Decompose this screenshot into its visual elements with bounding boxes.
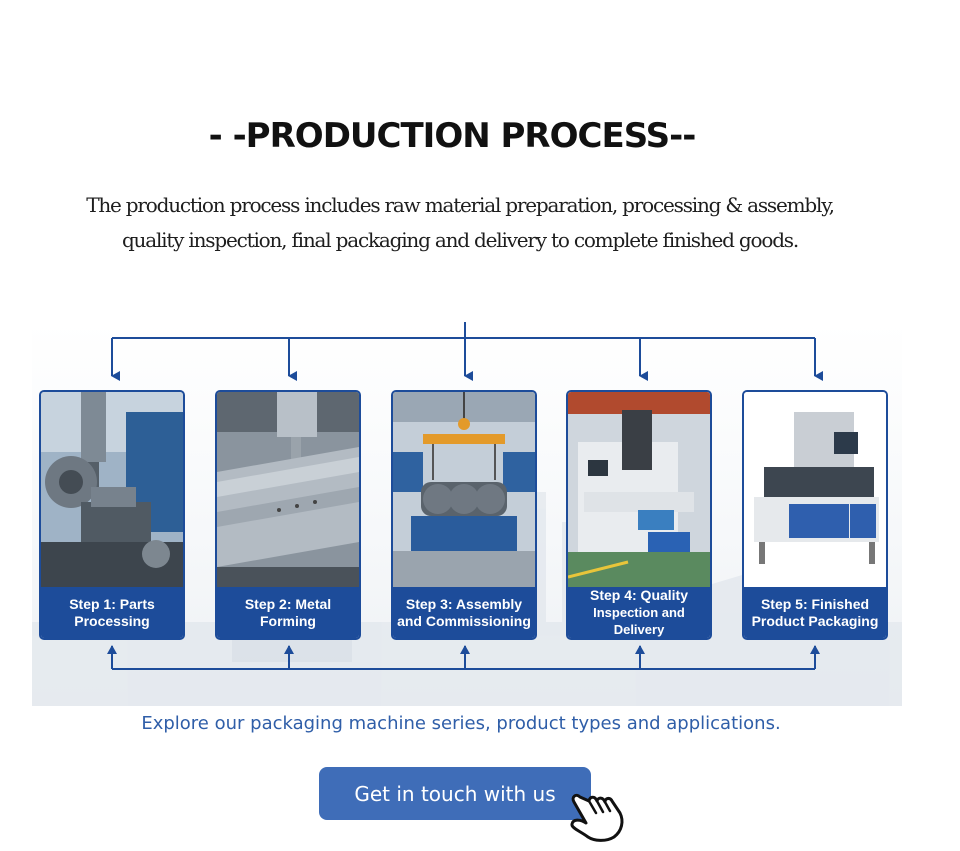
step-label-1: Step 1: Parts Processing: [41, 587, 183, 638]
step-label-5: Step 5: Finished Product Packaging: [744, 587, 886, 638]
step-card-2: Step 2: Metal Forming: [215, 390, 361, 640]
step-card-3: Step 3: Assembly and Commissioning: [391, 390, 537, 640]
step-2-title: Step 2: Metal: [244, 595, 332, 612]
step-1-subtitle: Processing: [74, 612, 150, 629]
step-label-3: Step 3: Assembly and Commissioning: [393, 587, 535, 638]
page-title: - -PRODUCTION PROCESS--: [208, 116, 697, 156]
subtitle-line-2: quality inspection, final packaging and …: [121, 228, 799, 252]
step-3-title: Step 3: Assembly: [405, 595, 523, 612]
pointing-hand-icon: [570, 793, 624, 842]
production-process-diagram: Step 1: Parts Processing Step 2: Metal F…: [32, 322, 902, 706]
assembly-image: [393, 392, 535, 588]
step-4-title: Step 4: Quality: [589, 587, 689, 603]
packaging-machine-image: [744, 392, 886, 588]
quality-inspection-image: [568, 392, 710, 588]
step-4-subtitle: Inspection and Delivery: [593, 605, 685, 637]
get-in-touch-button[interactable]: Get in touch with us: [319, 767, 591, 820]
step-2-subtitle: Forming: [259, 612, 316, 629]
step-card-1: Step 1: Parts Processing: [39, 390, 185, 640]
lathe-machine-image: [41, 392, 183, 588]
step-label-4: Step 4: Quality Inspection and Delivery: [568, 587, 710, 638]
metal-forming-image: [217, 392, 359, 588]
step-label-2: Step 2: Metal Forming: [217, 587, 359, 638]
step-1-title: Step 1: Parts: [69, 595, 155, 612]
flow-connectors: [107, 322, 823, 670]
step-5-subtitle: Product Packaging: [751, 612, 879, 629]
step-card-5: Step 5: Finished Product Packaging: [742, 390, 888, 640]
step-5-title: Step 5: Finished: [760, 595, 870, 612]
step-3-subtitle: and Commissioning: [397, 612, 531, 629]
explore-text: Explore our packaging machine series, pr…: [141, 713, 781, 734]
subtitle-line-1: The production process includes raw mate…: [86, 193, 835, 217]
step-card-4: Step 4: Quality Inspection and Delivery: [566, 390, 712, 640]
page-subtitle: The production process includes raw mate…: [60, 188, 860, 258]
